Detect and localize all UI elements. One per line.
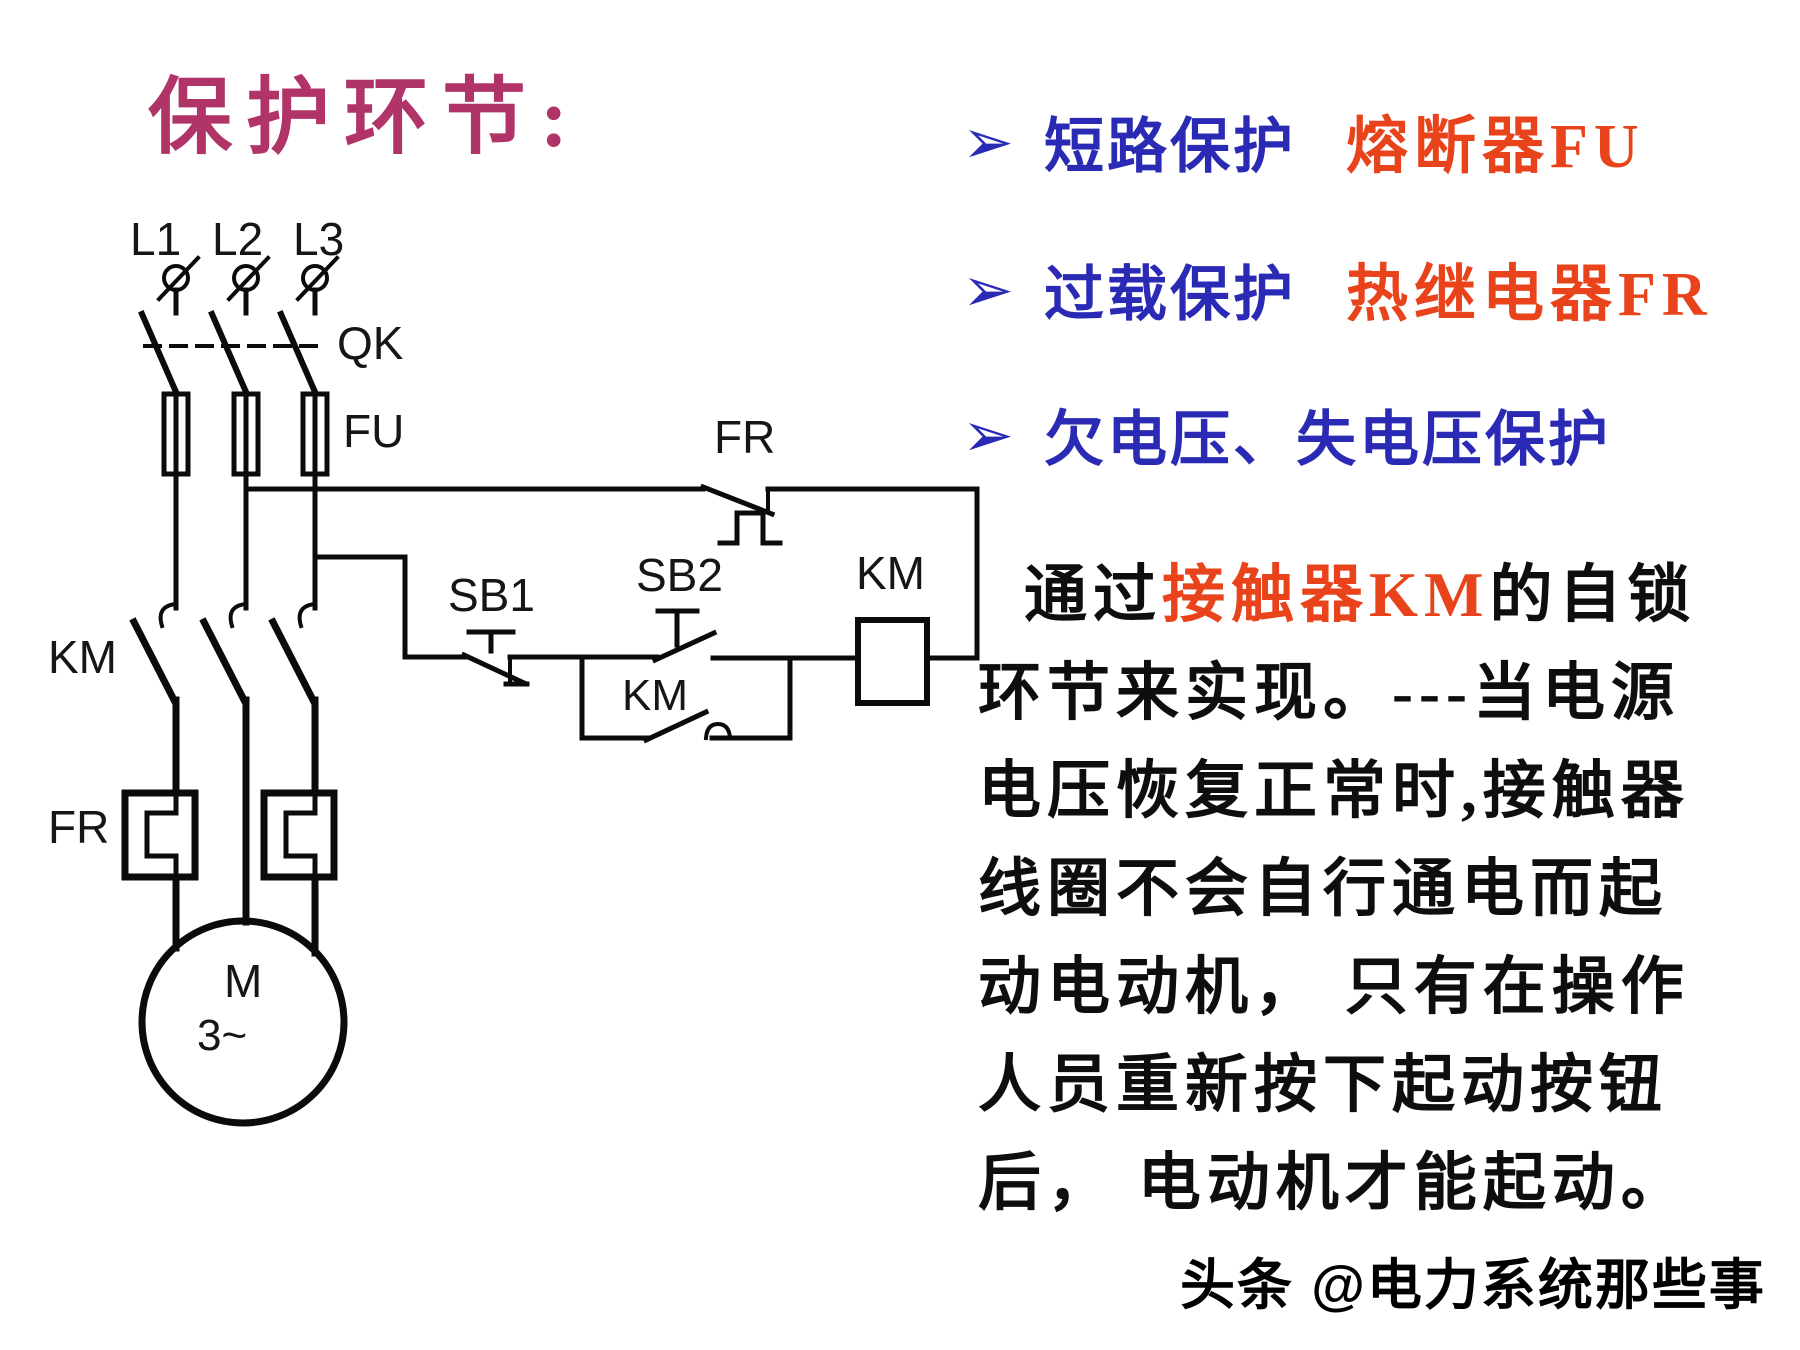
text-line-2: 环节来实现。---当电源 [978, 658, 1680, 728]
label-km-aux: KM [622, 671, 688, 720]
fu-fuses [161, 389, 330, 611]
sb2-start-button [651, 608, 718, 664]
list-item-overload: ➢ 过载保护 热继电器FR [962, 243, 1713, 333]
page-title: 保护环节: [148, 72, 582, 165]
text-segment-highlight: 接触器KM [1162, 560, 1490, 630]
power-terminals [156, 255, 340, 316]
list-item-short-circuit: ➢ 短路保护 熔断器FU [962, 95, 1645, 185]
label-km-main: KM [48, 631, 117, 683]
circuit-svg [121, 255, 980, 1127]
label-l2: L2 [212, 213, 264, 265]
label-qk: QK [337, 317, 404, 369]
arrow-bullet-icon: ➢ [962, 108, 1014, 177]
text-line-7: 后， 电动机才能起动。 [978, 1148, 1690, 1218]
label-motor-phases: 3~ [197, 1011, 248, 1060]
text-line-3: 电压恢复正常时,接触器 [978, 756, 1690, 826]
km-main-contacts [129, 601, 319, 926]
label-l1: L1 [130, 213, 182, 265]
sb1-stop-button [460, 629, 530, 687]
label-l3: L3 [293, 213, 345, 265]
text-line-4: 线圈不会自行通电而起 [978, 854, 1668, 924]
text-line-6: 人员重新按下起动按钮 [978, 1050, 1668, 1120]
arrow-bullet-icon: ➢ [962, 256, 1014, 325]
circuit-diagram: L1 L2 L3 QK FU KM FR FR SB1 SB2 KM KM M … [48, 213, 980, 1127]
explanation-text: 通过接触器KM的自锁 环节来实现。---当电源 电压恢复正常时,接触器 线圈不会… [978, 546, 1778, 1232]
protection-type: 短路保护 [1043, 113, 1296, 180]
label-sb2: SB2 [636, 549, 723, 601]
qk-switch [138, 310, 322, 396]
text-segment: 通过 [1024, 560, 1162, 630]
protection-type: 过载保护 [1043, 261, 1296, 328]
motor-symbol [138, 917, 348, 1127]
label-motor: M [224, 955, 263, 1007]
protection-device: 熔断器FU [1345, 113, 1645, 181]
watermark: 头条 @电力系统那些事 [1180, 1254, 1766, 1316]
list-item-undervoltage: ➢ 欠电压、失电压保护 [962, 391, 1661, 478]
fr-heaters [121, 789, 338, 957]
text-line-1: 通过接触器KM的自锁 [978, 546, 1778, 644]
label-fr-main: FR [48, 801, 110, 853]
label-fr-control: FR [714, 411, 776, 463]
km-coil [855, 617, 930, 706]
km-aux-contact [579, 654, 793, 744]
label-km-coil: KM [856, 547, 925, 599]
label-fu: FU [343, 405, 405, 457]
protection-type: 欠电压、失电压保护 [1043, 406, 1611, 473]
text-segment: 的自锁 [1489, 560, 1697, 630]
arrow-bullet-icon: ➢ [962, 401, 1014, 470]
label-sb1: SB1 [448, 569, 535, 621]
text-line-5: 动电动机， 只有在操作 [978, 952, 1690, 1022]
protection-device: 热继电器FR [1345, 261, 1713, 329]
fr-nc-contact [699, 483, 783, 546]
